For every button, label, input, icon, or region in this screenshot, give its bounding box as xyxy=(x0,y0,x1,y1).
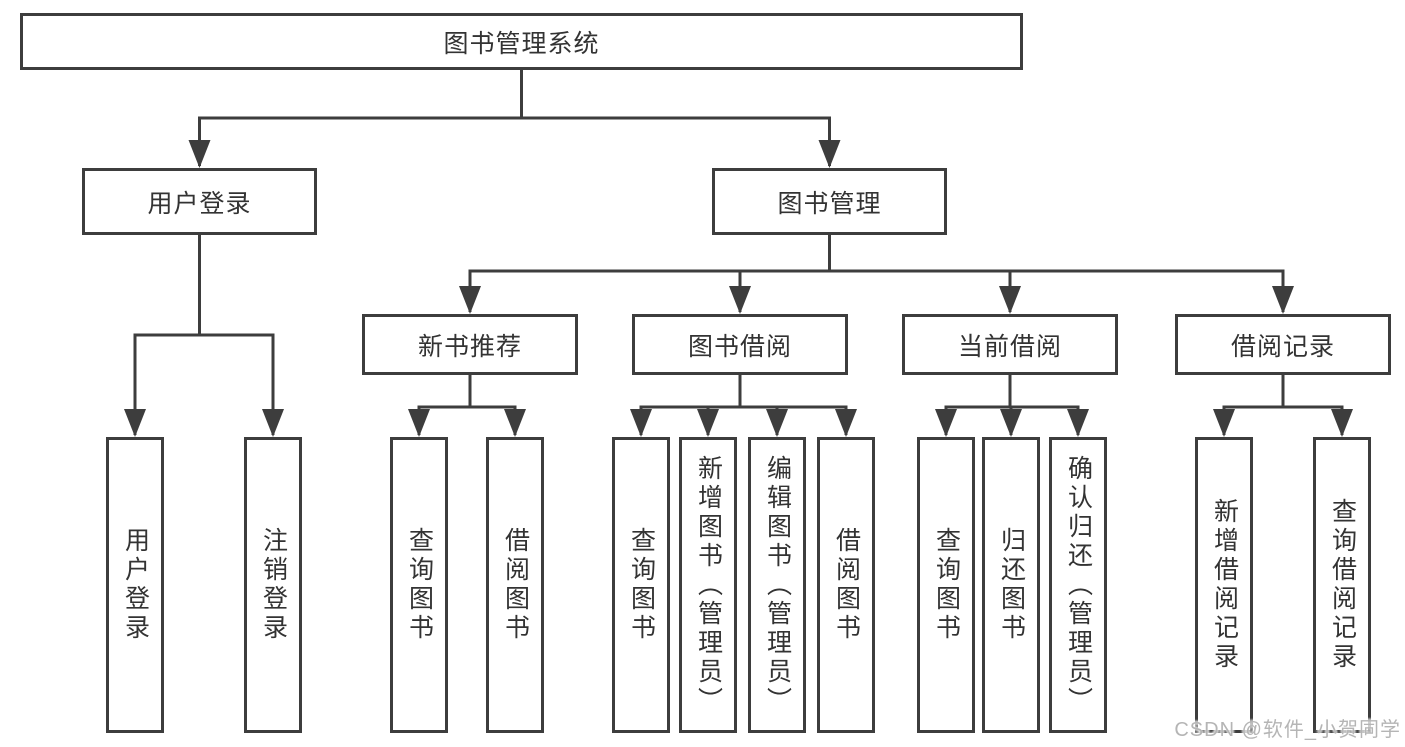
node-label: 注销登录 xyxy=(259,527,288,643)
leaf-bb-query-books: 查询图书 xyxy=(612,437,670,733)
node-label: 查询图书 xyxy=(627,527,656,643)
node-user-login: 用户登录 xyxy=(82,168,317,235)
node-library-management-system: 图书管理系统 xyxy=(20,13,1023,70)
node-new-book-recommendation: 新书推荐 xyxy=(362,314,578,375)
node-book-borrowing: 图书借阅 xyxy=(632,314,848,375)
leaf-cb-confirm-return-admin: 确认归还（管理员） xyxy=(1049,437,1107,733)
node-label: 新书推荐 xyxy=(417,332,522,361)
watermark: CSDN @软件_小贺同学 xyxy=(1174,719,1401,741)
node-label: 借阅图书 xyxy=(501,527,530,643)
node-label: 查询图书 xyxy=(932,527,961,643)
node-borrowing-records: 借阅记录 xyxy=(1175,314,1391,375)
node-label: 归还图书 xyxy=(997,527,1026,643)
node-label: 图书管理系统 xyxy=(443,29,600,58)
leaf-logout: 注销登录 xyxy=(244,437,302,733)
leaf-bb-borrow-books: 借阅图书 xyxy=(817,437,875,733)
leaf-br-query-borrow-record: 查询借阅记录 xyxy=(1313,437,1371,733)
node-label: 查询借阅记录 xyxy=(1328,498,1357,672)
node-label: 图书管理 xyxy=(777,189,882,218)
leaf-bb-edit-book-admin: 编辑图书（管理员） xyxy=(748,437,806,733)
node-label: 查询图书 xyxy=(405,527,434,643)
node-current-borrowing: 当前借阅 xyxy=(902,314,1118,375)
leaf-cb-query-books: 查询图书 xyxy=(917,437,975,733)
node-label: 图书借阅 xyxy=(687,332,792,361)
node-label: 用户登录 xyxy=(147,189,252,218)
leaf-user-login: 用户登录 xyxy=(106,437,164,733)
leaf-cb-return-books: 归还图书 xyxy=(982,437,1040,733)
leaf-bb-add-book-admin: 新增图书（管理员） xyxy=(679,437,737,733)
node-book-management: 图书管理 xyxy=(712,168,947,235)
leaf-nbr-query-books: 查询图书 xyxy=(390,437,448,733)
node-label: 当前借阅 xyxy=(957,332,1062,361)
node-label: 借阅记录 xyxy=(1230,332,1335,361)
node-label: 确认归还（管理员） xyxy=(1064,454,1093,716)
node-label: 编辑图书（管理员） xyxy=(763,454,792,716)
node-label: 新增图书（管理员） xyxy=(694,454,723,716)
node-label: 用户登录 xyxy=(121,527,150,643)
leaf-nbr-borrow-books: 借阅图书 xyxy=(486,437,544,733)
node-label: 新增借阅记录 xyxy=(1210,498,1239,672)
node-label: 借阅图书 xyxy=(832,527,861,643)
leaf-br-add-borrow-record: 新增借阅记录 xyxy=(1195,437,1253,733)
